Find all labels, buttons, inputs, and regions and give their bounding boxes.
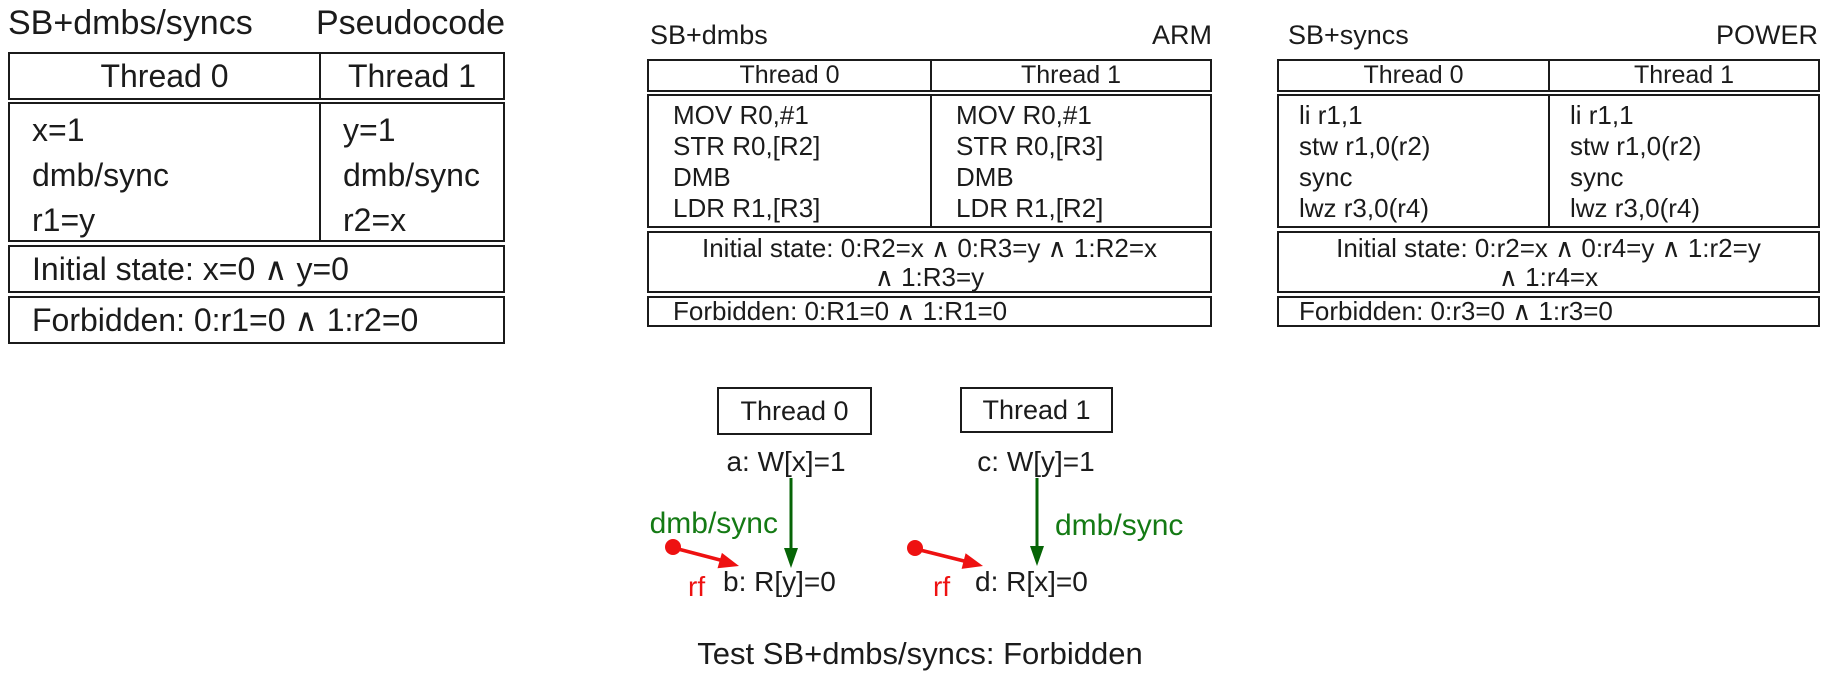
code-line: stw r1,0(r2) <box>1299 131 1431 161</box>
language-label: Pseudocode <box>315 4 505 42</box>
power-forbidden: Forbidden: 0:r3=0 ∧ 1:r3=0 <box>1277 296 1820 327</box>
thread0-code: x=1 dmb/sync r1=y <box>10 104 319 240</box>
code-line: DMB <box>956 162 1014 192</box>
thread1-header: Thread 1 <box>1548 61 1818 90</box>
rf-arrow-left <box>679 547 723 563</box>
test-name: SB+syncs <box>1288 20 1409 50</box>
power-header-row: Thread 0 Thread 1 <box>1277 59 1820 92</box>
thread1-code: MOV R0,#1 STR R0,[R3] DMB LDR R1,[R2] <box>930 96 1210 226</box>
arm-forbidden: Forbidden: 0:R1=0 ∧ 1:R1=0 <box>647 296 1212 327</box>
test-name: SB+dmbs <box>650 20 768 50</box>
rf-source-dot-left-icon <box>665 539 681 555</box>
barrier-label-left: dmb/sync <box>649 507 778 540</box>
code-line: lwz r3,0(r4) <box>1299 193 1430 223</box>
thread0-header: Thread 0 <box>739 61 840 89</box>
arm-code-row: MOV R0,#1 STR R0,[R2] DMB LDR R1,[R3] MO… <box>647 94 1212 228</box>
code-line: lwz r3,0(r4) <box>1570 193 1701 223</box>
code-line: STR R0,[R2] <box>673 131 821 161</box>
thread0-code: li r1,1 stw r1,0(r2) sync lwz r3,0(r4) <box>1279 96 1548 226</box>
code-line: x=1 <box>32 112 85 148</box>
arm-header-row: Thread 0 Thread 1 <box>647 59 1212 92</box>
barrier-label-right: dmb/sync <box>1055 509 1184 542</box>
code-line: stw r1,0(r2) <box>1570 131 1702 161</box>
pseudocode-header-row: Thread 0 Thread 1 <box>8 52 505 100</box>
diagram-thread0-box: Thread 0 <box>717 387 872 435</box>
power-initial-state: Initial state: 0:r2=x ∧ 0:r4=y ∧ 1:r2=y … <box>1277 231 1820 293</box>
code-line: DMB <box>673 162 731 192</box>
diagram-caption: Test SB+dmbs/syncs: Forbidden <box>697 636 1143 671</box>
code-line: y=1 <box>343 112 396 148</box>
code-line: LDR R1,[R2] <box>956 193 1104 223</box>
thread1-header: Thread 1 <box>319 54 503 98</box>
test-name: SB+dmbs/syncs <box>8 4 253 42</box>
event-b-read-y: b: R[y]=0 <box>723 566 836 597</box>
initial-state-line: Initial state: 0:R2=x ∧ 0:R3=y ∧ 1:R2=x <box>702 233 1157 263</box>
initial-state-line: ∧ 1:r4=x <box>1498 262 1599 292</box>
thread0-header: Thread 0 <box>100 57 229 94</box>
event-c-write-y: c: W[y]=1 <box>977 446 1095 477</box>
pseudocode-table: Thread 0 Thread 1 x=1 dmb/sync r1=y y=1 … <box>8 52 505 344</box>
pseudocode-forbidden: Forbidden: 0:r1=0 ∧ 1:r2=0 <box>8 296 505 344</box>
thread0-header: Thread 0 <box>1363 61 1464 89</box>
rf-source-dot-right-icon <box>907 540 923 556</box>
thread0-code: MOV R0,#1 STR R0,[R2] DMB LDR R1,[R3] <box>649 96 930 226</box>
initial-state-line: ∧ 1:R3=y <box>874 262 985 292</box>
code-line: li r1,1 <box>1570 100 1634 130</box>
barrier-arrowhead-left-icon <box>784 548 798 568</box>
power-table: Thread 0 Thread 1 li r1,1 stw r1,0(r2) s… <box>1277 59 1820 327</box>
rf-label-right: rf <box>933 571 951 602</box>
arm-table-title: SB+dmbs ARM <box>650 20 1212 51</box>
pseudocode-code-row: x=1 dmb/sync r1=y y=1 dmb/sync r2=x <box>8 102 505 242</box>
code-line: STR R0,[R3] <box>956 131 1104 161</box>
power-table-title: SB+syncs POWER <box>1288 20 1818 51</box>
event-d-read-x: d: R[x]=0 <box>975 566 1088 597</box>
barrier-arrowhead-right-icon <box>1030 546 1044 566</box>
arm-table: Thread 0 Thread 1 MOV R0,#1 STR R0,[R2] … <box>647 59 1212 327</box>
code-line: MOV R0,#1 <box>673 100 809 130</box>
code-line: li r1,1 <box>1299 100 1363 130</box>
pseudocode-initial-state: Initial state: x=0 ∧ y=0 <box>8 245 505 293</box>
diagram-thread1-box: Thread 1 <box>960 387 1113 433</box>
power-code-row: li r1,1 stw r1,0(r2) sync lwz r3,0(r4) l… <box>1277 94 1820 228</box>
initial-state-line: Initial state: 0:r2=x ∧ 0:r4=y ∧ 1:r2=y <box>1336 233 1761 263</box>
code-line: dmb/sync <box>32 157 169 193</box>
code-line: r2=x <box>343 202 407 238</box>
architecture-label: POWER <box>1715 20 1818 50</box>
arm-initial-state: Initial state: 0:R2=x ∧ 0:R3=y ∧ 1:R2=x … <box>647 231 1212 293</box>
event-a-write-x: a: W[x]=1 <box>726 446 846 477</box>
code-line: LDR R1,[R3] <box>673 193 821 223</box>
rf-arrow-right <box>921 548 965 563</box>
code-line: r1=y <box>32 202 96 238</box>
code-line: sync <box>1299 162 1353 192</box>
thread1-header: Thread 1 <box>930 61 1210 90</box>
architecture-label: ARM <box>1152 20 1212 50</box>
pseudocode-table-title: SB+dmbs/syncs Pseudocode <box>8 4 505 43</box>
thread1-code: li r1,1 stw r1,0(r2) sync lwz r3,0(r4) <box>1548 96 1818 226</box>
code-line: MOV R0,#1 <box>956 100 1092 130</box>
thread1-code: y=1 dmb/sync r2=x <box>319 104 503 240</box>
code-line: dmb/sync <box>343 157 480 193</box>
code-line: sync <box>1570 162 1624 192</box>
rf-label-left: rf <box>688 571 706 602</box>
